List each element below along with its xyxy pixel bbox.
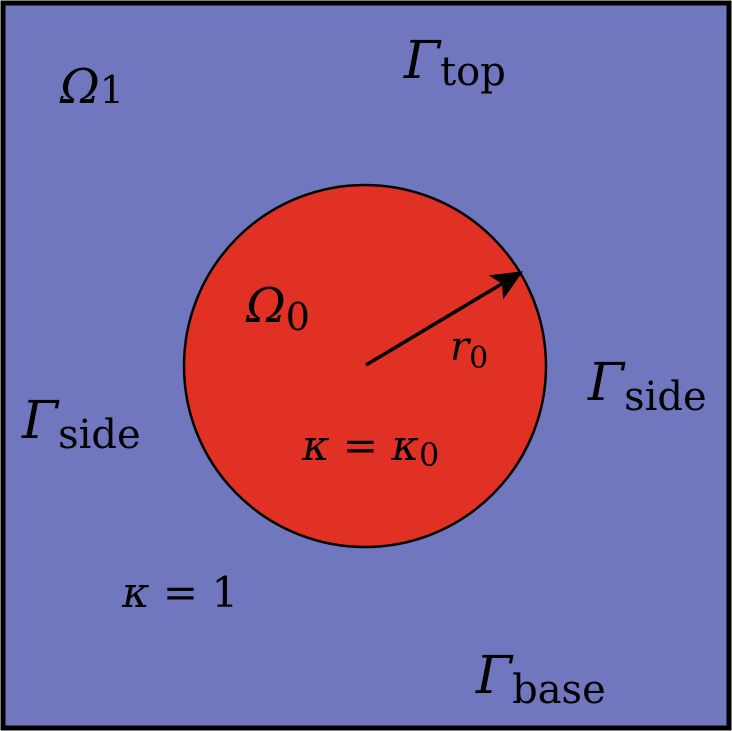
label-gamma-side-left: Γside bbox=[21, 391, 141, 458]
label-gamma-side-right: Γside bbox=[587, 353, 707, 420]
label-kappa-outer: κ = 1 bbox=[121, 568, 238, 617]
label-kappa-inner: κ = κ0 bbox=[301, 421, 439, 474]
label-gamma-base: Γbase bbox=[475, 646, 606, 713]
label-omega0: Ω0 bbox=[245, 278, 310, 339]
label-gamma-top: Γtop bbox=[403, 31, 506, 95]
radius-arrow bbox=[365, 271, 524, 367]
label-radius: r0 bbox=[450, 324, 488, 376]
inclusion-omega0 bbox=[182, 183, 548, 549]
label-omega1: Ω1 bbox=[59, 59, 124, 115]
